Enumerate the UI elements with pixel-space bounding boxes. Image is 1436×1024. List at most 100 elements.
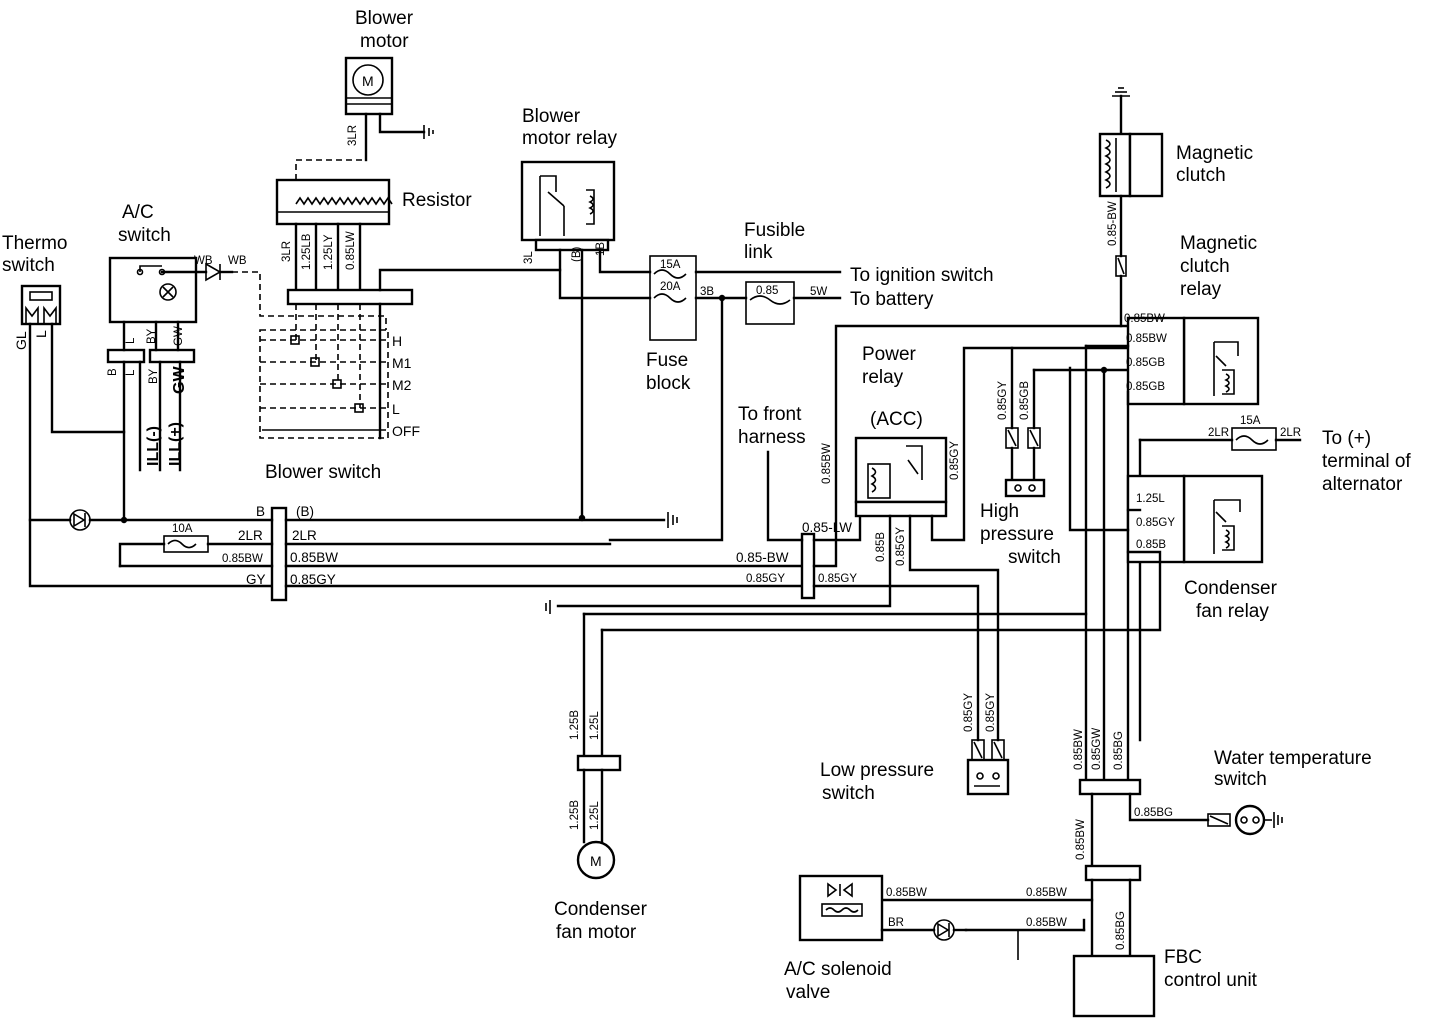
- water-temperature-switch-label-2: switch: [1214, 769, 1267, 790]
- water-temperature-switch-label-1: Water temperature: [1214, 748, 1372, 769]
- wire-label: 0.85BW: [821, 443, 833, 484]
- wire-label: 0.85BW: [1026, 917, 1067, 929]
- to-alternator-label-3: alternator: [1322, 474, 1403, 495]
- blower-motor-label-2: motor: [360, 31, 409, 52]
- magnetic-clutch-relay-label-1: Magnetic: [1180, 233, 1257, 254]
- magnetic-clutch-relay-label-2: clutch: [1180, 256, 1230, 277]
- ground-icon: [1273, 812, 1283, 828]
- wire-label: 0.85GB: [1126, 357, 1165, 369]
- wire-label: 0.85GB: [1126, 381, 1165, 393]
- wire-label: 0.85BG: [1134, 807, 1173, 819]
- diode-icon: [69, 509, 91, 531]
- wire-label: 0.85-LW: [802, 520, 852, 535]
- wire-label: 2LR: [238, 528, 263, 543]
- ill-pos-label: ILL(+): [167, 422, 184, 466]
- wire-label: WB: [228, 255, 247, 267]
- wire-label: 0.85GY: [895, 527, 907, 566]
- acc-label: (ACC): [870, 409, 923, 430]
- wire-label: 0.85B: [1136, 539, 1166, 551]
- wire-label: (B): [296, 504, 314, 519]
- wire-label: 0.85BW: [290, 550, 338, 565]
- wire-label: GW: [171, 366, 188, 394]
- blower-motor-relay-label-2: motor relay: [522, 128, 618, 149]
- wire-label: 0.85BW: [1026, 887, 1067, 899]
- resistor-label: Resistor: [402, 190, 472, 211]
- high-pressure-switch: High pressure switch: [980, 346, 1061, 568]
- fuse-label: 15A: [660, 259, 681, 271]
- magnetic-clutch-relay-label-3: relay: [1180, 279, 1222, 300]
- magnetic-clutch-label-2: clutch: [1176, 165, 1226, 186]
- wire-label: 0.85BW: [1126, 333, 1167, 345]
- thermo-switch: Thermo switch: [2, 233, 67, 326]
- magnetic-clutch: Magnetic clutch: [1098, 87, 1253, 198]
- wire-label: BY: [148, 368, 160, 384]
- ground-icon: [667, 512, 678, 528]
- power-relay: (ACC) Power relay: [854, 344, 948, 504]
- high-pressure-switch-label-2: pressure: [980, 524, 1054, 545]
- wire-label: 0.85BW: [886, 887, 927, 899]
- condenser-fan-relay-label-1: Condenser: [1184, 578, 1278, 599]
- wire-label: 0.85GY: [963, 693, 975, 732]
- fbc-control-unit-label-1: FBC: [1164, 947, 1202, 968]
- ac-switch: A/C switch: [108, 202, 198, 324]
- thermo-switch-label-1: Thermo: [2, 233, 67, 254]
- ac-solenoid-valve: A/C solenoid valve: [784, 874, 892, 1003]
- wire-label: 1.25L: [589, 801, 601, 830]
- fuse-label: 15A: [1240, 415, 1261, 427]
- wire-label: GY: [246, 572, 266, 587]
- high-pressure-switch-label-1: High: [980, 501, 1019, 522]
- wire-label: 1.25L: [1136, 493, 1165, 505]
- fuse-label: 20A: [660, 281, 681, 293]
- wire-label: 0.85BW: [1124, 313, 1165, 325]
- condenser-fan-relay: Condenser fan relay: [1182, 474, 1278, 622]
- to-alternator-label-1: To (+): [1322, 428, 1371, 449]
- wire-label: 0.85GB: [1019, 381, 1031, 420]
- ac-switch-label-1: A/C: [122, 202, 154, 223]
- fuse-label: 0.85: [756, 285, 778, 297]
- magnetic-clutch-label-1: Magnetic: [1176, 143, 1253, 164]
- wire-label: 0.85LW: [345, 231, 357, 270]
- wire-label: 0.85BW: [222, 553, 263, 565]
- blower-switch: H M1 M2 L OFF Blower switch: [259, 268, 562, 483]
- condenser-fan-motor-label-1: Condenser: [554, 899, 648, 920]
- wire-label: 0.85B: [875, 532, 887, 562]
- condenser-fan-motor-label-2: fan motor: [556, 922, 637, 943]
- wire-label: 0.85BW: [1073, 729, 1085, 770]
- fuse-block-label-2: block: [646, 373, 691, 394]
- blower-switch-pos-m1: M1: [392, 355, 412, 371]
- wire-label: 0.85GY: [949, 441, 961, 480]
- water-temperature-switch: Water temperature switch: [1207, 748, 1372, 836]
- wire-label: 0.85GY: [290, 572, 336, 587]
- wire-label: 3LR: [281, 241, 293, 262]
- wire-label: 0.85-BW: [1107, 201, 1119, 246]
- power-relay-label-2: relay: [862, 367, 904, 388]
- fusible-link: 0.85 Fusible link: [744, 220, 805, 325]
- condenser-fan-motor-symbol: M: [590, 853, 602, 869]
- wire-label: 0.85BG: [1113, 731, 1125, 770]
- ill-neg-label: ILL(-): [145, 426, 162, 466]
- fbc-control-unit: FBC control unit: [1072, 947, 1258, 1018]
- ac-switch-label-2: switch: [118, 225, 171, 246]
- wire-label: (B): [571, 247, 583, 263]
- ground-icon: [423, 125, 434, 139]
- blower-motor-label-1: Blower: [355, 8, 414, 29]
- wire-label: L: [125, 369, 137, 376]
- blower-switch-label: Blower switch: [265, 462, 381, 483]
- to-alternator-label-2: terminal of: [1322, 451, 1411, 472]
- condenser-fan-motor: M Condenser fan motor: [554, 840, 648, 943]
- wire-label: 0.85BW: [1075, 819, 1087, 860]
- wire-label: 0.85GY: [1136, 517, 1175, 529]
- wire-label: 0.85GY: [985, 693, 997, 732]
- fusible-link-label-1: Fusible: [744, 220, 805, 241]
- power-relay-label-1: Power: [862, 344, 917, 365]
- blower-motor-relay: Blower motor relay: [520, 106, 618, 242]
- to-front-harness-label-2: harness: [738, 427, 806, 448]
- wire-label: 2LR: [1280, 427, 1301, 439]
- wire-label: 2LR: [1208, 427, 1229, 439]
- wire-label: L: [33, 330, 49, 338]
- to-front-harness-label-1: To front: [738, 404, 802, 425]
- wire-label: 3B: [700, 286, 714, 298]
- wire-label: B: [107, 368, 119, 376]
- wire-label: 3LR: [347, 125, 359, 146]
